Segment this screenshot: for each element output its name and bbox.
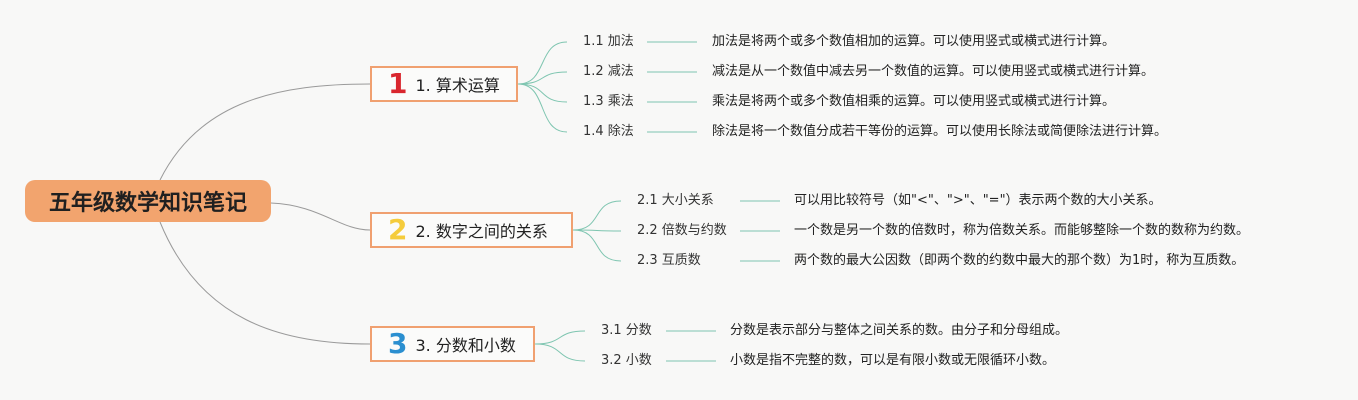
leaf-description[interactable]: 乘法是将两个或多个数值相乘的运算。可以使用竖式或横式进行计算。 bbox=[712, 94, 1116, 109]
root-branch-link bbox=[159, 221, 371, 345]
leaf-description[interactable]: 分数是表示部分与整体之间关系的数。由分子和分母组成。 bbox=[730, 323, 1069, 338]
branch-label: 2. 数字之间的关系 bbox=[415, 222, 548, 241]
leaf-description[interactable]: 一个数是另一个数的倍数时，称为倍数关系。而能够整除一个数的数称为约数。 bbox=[794, 223, 1250, 238]
leaf-description[interactable]: 小数是指不完整的数，可以是有限小数或无限循环小数。 bbox=[730, 353, 1056, 368]
leaf-description[interactable]: 除法是将一个数值分成若干等份的运算。可以使用长除法或简便除法进行计算。 bbox=[712, 124, 1168, 139]
leaf-topic[interactable]: 1.4 除法 bbox=[583, 124, 634, 139]
root-branch-link bbox=[270, 202, 371, 231]
leaf-description[interactable]: 可以用比较符号（如"<"、">"、"="）表示两个数的大小关系。 bbox=[794, 193, 1162, 208]
leaf-topic[interactable]: 2.3 互质数 bbox=[637, 253, 701, 268]
leaf-description[interactable]: 减法是从一个数值中减去另一个数值的运算。可以使用竖式或横式进行计算。 bbox=[712, 64, 1155, 79]
branch-leaf-link bbox=[534, 330, 586, 345]
number-badge-icon: 3 bbox=[388, 327, 408, 360]
branch-leaf-link bbox=[517, 83, 568, 103]
number-badge-icon: 1 bbox=[388, 67, 408, 100]
leaf-topic[interactable]: 1.2 减法 bbox=[583, 64, 634, 79]
branch-topic[interactable]: 1 1. 算术运算 bbox=[370, 66, 518, 102]
leaf-topic[interactable]: 3.1 分数 bbox=[601, 323, 652, 338]
number-badge-icon: 2 bbox=[388, 213, 408, 246]
branch-topic[interactable]: 2 2. 数字之间的关系 bbox=[370, 212, 573, 248]
branch-leaf-link bbox=[517, 41, 568, 85]
leaf-description[interactable]: 加法是将两个或多个数值相加的运算。可以使用竖式或横式进行计算。 bbox=[712, 34, 1116, 49]
branch-leaf-link bbox=[517, 71, 568, 85]
leaf-topic[interactable]: 2.1 大小关系 bbox=[637, 193, 714, 208]
branch-label: 1. 算术运算 bbox=[415, 76, 500, 95]
leaf-topic[interactable]: 1.1 加法 bbox=[583, 34, 634, 49]
root-topic[interactable]: 五年级数学知识笔记 bbox=[25, 180, 271, 222]
branch-leaf-link bbox=[572, 200, 622, 231]
branch-leaf-link bbox=[572, 229, 622, 232]
branch-leaf-link bbox=[534, 343, 586, 362]
branch-leaf-link bbox=[517, 83, 568, 133]
leaf-topic[interactable]: 2.2 倍数与约数 bbox=[637, 223, 727, 238]
leaf-topic[interactable]: 3.2 小数 bbox=[601, 353, 652, 368]
branch-leaf-link bbox=[572, 229, 622, 262]
root-branch-link bbox=[159, 83, 371, 181]
branch-topic[interactable]: 3 3. 分数和小数 bbox=[370, 326, 535, 362]
branch-label: 3. 分数和小数 bbox=[415, 336, 516, 355]
leaf-topic[interactable]: 1.3 乘法 bbox=[583, 94, 634, 109]
leaf-description[interactable]: 两个数的最大公因数（即两个数的约数中最大的那个数）为1时，称为互质数。 bbox=[794, 253, 1245, 268]
